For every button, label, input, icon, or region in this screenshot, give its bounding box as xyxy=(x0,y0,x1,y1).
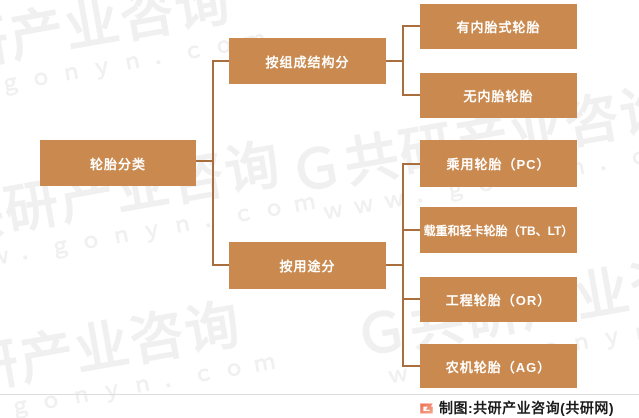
connector-stub-tubeless xyxy=(402,94,420,96)
connector-stub-engineering xyxy=(402,298,420,300)
connector-stub-by-structure xyxy=(212,60,229,62)
footer-credit-row: 制图:共研产业咨询(共研网) xyxy=(419,398,614,418)
connector-left-bracket xyxy=(212,60,214,266)
node-root: 轮胎分类 xyxy=(40,140,196,186)
node-by-structure: 按组成结构分 xyxy=(229,38,386,84)
node-tubeless-tire: 无内胎轮胎 xyxy=(420,73,577,118)
node-tube-tire: 有内胎式轮胎 xyxy=(420,4,577,49)
connector-use-out xyxy=(386,264,403,266)
connector-stub-tube xyxy=(402,25,420,27)
connector-structure-bracket xyxy=(402,25,404,96)
connector-stub-agricultural xyxy=(402,365,420,367)
gonyn-logo-icon xyxy=(420,403,433,413)
node-by-use: 按用途分 xyxy=(229,242,386,289)
connector-use-bracket xyxy=(402,163,404,367)
node-passenger-tire: 乘用轮胎（PC） xyxy=(420,140,577,187)
footer-divider xyxy=(0,394,639,395)
node-engineering-tire: 工程轮胎（OR） xyxy=(420,277,577,322)
connector-structure-out xyxy=(386,60,403,62)
connector-stub-by-use xyxy=(212,264,229,266)
node-truck-tire: 载重和轻卡轮胎（TB、LT） xyxy=(420,207,577,253)
connector-stub-truck xyxy=(402,229,420,231)
node-agricultural-tire: 农机轮胎（AG） xyxy=(420,344,577,388)
connector-stub-passenger xyxy=(402,163,420,165)
connector-root-out xyxy=(196,160,213,162)
credit-text: 制图:共研产业咨询(共研网) xyxy=(439,400,614,416)
